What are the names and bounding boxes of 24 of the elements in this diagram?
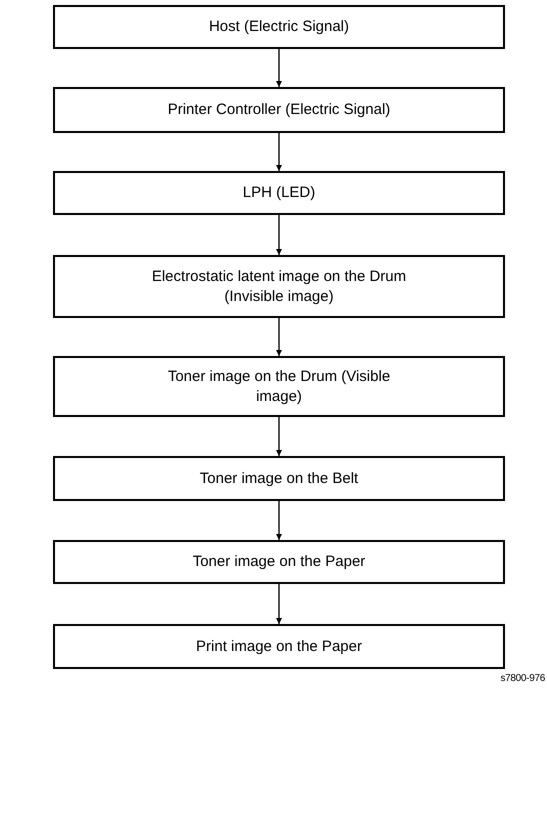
box-label: Toner image on the Paper <box>192 552 366 572</box>
process-box <box>53 87 505 133</box>
arrow <box>276 417 282 456</box>
figure-code: s7800-976 <box>500 673 545 684</box>
box-label: Toner image on the Drum (Visible image) <box>166 367 392 406</box>
box-label: Printer Controller (Electric Signal) <box>168 100 390 120</box>
box-label: Print image on the Paper <box>196 636 362 656</box>
arrow <box>276 318 282 356</box>
arrow <box>276 215 282 255</box>
box-label: Host (Electric Signal) <box>208 17 350 37</box>
process-box <box>53 456 505 501</box>
arrow <box>276 501 282 540</box>
process-box <box>53 356 505 417</box>
process-box <box>53 255 505 318</box>
process-box <box>53 171 505 215</box>
process-box <box>53 5 505 49</box>
arrow <box>276 133 282 171</box>
process-box <box>53 540 505 584</box>
box-label: LPH (LED) <box>242 183 316 203</box>
process-box <box>53 624 505 669</box>
box-label: Toner image on the Belt <box>200 468 358 488</box>
arrow <box>276 49 282 87</box>
arrow <box>276 584 282 624</box>
box-label: Electrostatic latent image on the Drum (Invisible image) <box>150 267 408 306</box>
